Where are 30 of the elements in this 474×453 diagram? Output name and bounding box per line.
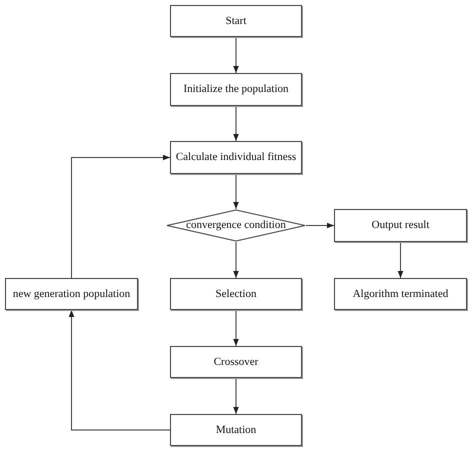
box-label: Selection [216,286,256,302]
arrow [233,310,239,346]
process-box [170,141,302,174]
process-box [5,278,138,310]
process-box [170,278,302,310]
box-label: Output result [372,218,430,234]
box-label: Algorithm terminated [352,286,448,302]
arrow [233,242,239,278]
box-label: new generation population [12,286,130,302]
box-label: Crossover [214,354,258,370]
arrow [68,310,170,430]
box-label: Initialize the population [183,82,289,98]
arrow [233,378,239,414]
process-box [334,278,467,310]
box-label: Start [226,14,246,29]
arrow [71,154,170,278]
process-box [170,5,302,37]
box-label: Calculate individual fitness [176,150,296,166]
arrow [233,174,239,210]
arrow [233,106,239,142]
process-box [334,209,467,242]
arrow [398,242,404,278]
process-box [170,73,302,106]
arrow [306,222,334,228]
arrow [233,36,239,74]
process-box [170,346,302,378]
box-label: Mutation [216,422,256,438]
decision-label: convergence condition [186,218,286,234]
process-box [170,414,302,446]
decision-diamond [166,209,306,242]
